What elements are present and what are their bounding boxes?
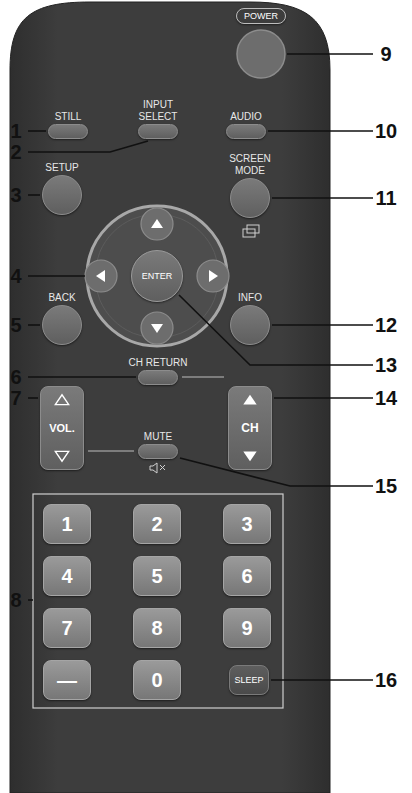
number-key: 6 (223, 556, 271, 596)
key-label: 5 (151, 566, 162, 586)
mute-button: MUTE (138, 444, 178, 459)
key-label: CH (241, 422, 258, 434)
key-label: ENTER (142, 272, 173, 281)
key-label: 6 (241, 566, 252, 586)
key-label: 7 (61, 618, 72, 638)
number-key: 1 (43, 504, 91, 544)
callout-number: 7 (10, 388, 21, 408)
audio-button: AUDIO (226, 124, 266, 139)
callout-number: 10 (375, 121, 397, 141)
callout-number: 8 (10, 590, 21, 610)
info-button: INFO (230, 305, 270, 345)
number-key: 7 (43, 608, 91, 648)
key-label: SLEEP (234, 676, 263, 685)
callout-number: 2 (10, 142, 21, 162)
number-key: 8 (133, 608, 181, 648)
key-label: 9 (241, 618, 252, 638)
number-key: 2 (133, 504, 181, 544)
button-label: INPUT SELECT (130, 99, 186, 122)
callout-number: 4 (10, 266, 21, 286)
button-label: SETUP (45, 162, 78, 174)
back-button: BACK (42, 305, 82, 345)
callout-number: 3 (10, 185, 21, 205)
callout-number: 16 (375, 670, 397, 690)
key-dash (88, 377, 224, 451)
screen-mode-button: SCREEN MODE (230, 178, 270, 218)
enter-button: ENTER (131, 250, 183, 302)
sleep-button: SLEEP (229, 665, 269, 695)
channel-rocker: CH (228, 386, 272, 470)
leader-lines (28, 54, 373, 680)
dash-key: — (43, 660, 91, 700)
callout-number: 9 (380, 44, 391, 64)
ch-return-button: CH RETURN (138, 370, 178, 385)
button-label: STILL (55, 111, 82, 123)
callout-number: 14 (375, 388, 397, 408)
mute-icon (150, 463, 165, 473)
screen-mode-icon (243, 225, 259, 237)
callout-number: 13 (375, 355, 397, 375)
button-label: CH RETURN (129, 357, 188, 369)
button-label: AUDIO (230, 111, 262, 123)
power-button (237, 30, 285, 78)
volume-rocker: VOL. (40, 386, 84, 470)
key-label: VOL. (49, 423, 75, 434)
key-label: 1 (61, 514, 72, 534)
key-label: 4 (61, 566, 72, 586)
key-label: — (57, 670, 77, 690)
input-select-button: INPUT SELECT (138, 124, 178, 139)
key-label: POWER (244, 12, 278, 21)
callout-number: 15 (375, 476, 397, 496)
number-key: 0 (133, 660, 181, 700)
number-key: 4 (43, 556, 91, 596)
callout-number: 1 (10, 121, 21, 141)
keypad-frame (33, 494, 283, 708)
key-label: 2 (151, 514, 162, 534)
number-key: 5 (133, 556, 181, 596)
callout-number: 5 (10, 315, 21, 335)
button-label: MUTE (144, 431, 172, 443)
key-label: 0 (151, 670, 162, 690)
setup-button: SETUP (42, 175, 82, 215)
power-label: POWER (236, 8, 286, 24)
button-label: BACK (48, 292, 75, 304)
callout-number: 12 (375, 315, 397, 335)
callout-number: 6 (10, 367, 21, 387)
key-label: 8 (151, 618, 162, 638)
key-label: 3 (241, 514, 252, 534)
number-key: 9 (223, 608, 271, 648)
still-button: STILL (48, 124, 88, 139)
button-label: INFO (238, 292, 262, 304)
callout-number: 11 (375, 188, 396, 208)
button-label: SCREEN MODE (221, 153, 279, 176)
number-key: 3 (223, 504, 271, 544)
